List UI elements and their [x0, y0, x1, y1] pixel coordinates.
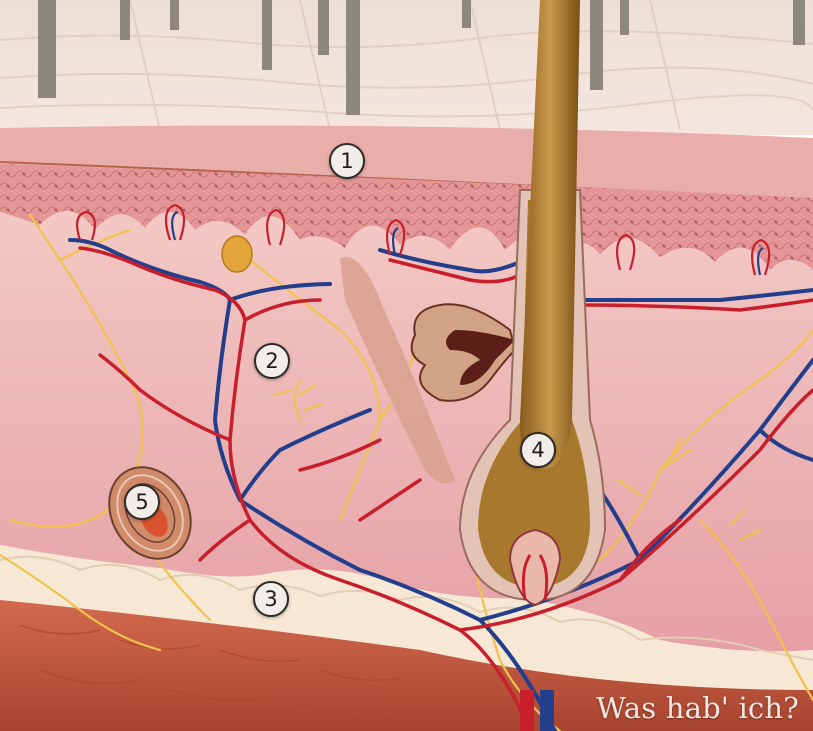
marker-subcutis: 3 — [253, 581, 289, 617]
marker-epidermis: 1 — [329, 143, 365, 179]
watermark: Was hab' ich? — [596, 691, 799, 725]
marker-pacinian-corpuscle: 5 — [124, 484, 160, 520]
fat-droplet — [222, 236, 252, 272]
marker-hair-follicle: 4 — [520, 432, 556, 468]
marker-dermis: 2 — [254, 343, 290, 379]
